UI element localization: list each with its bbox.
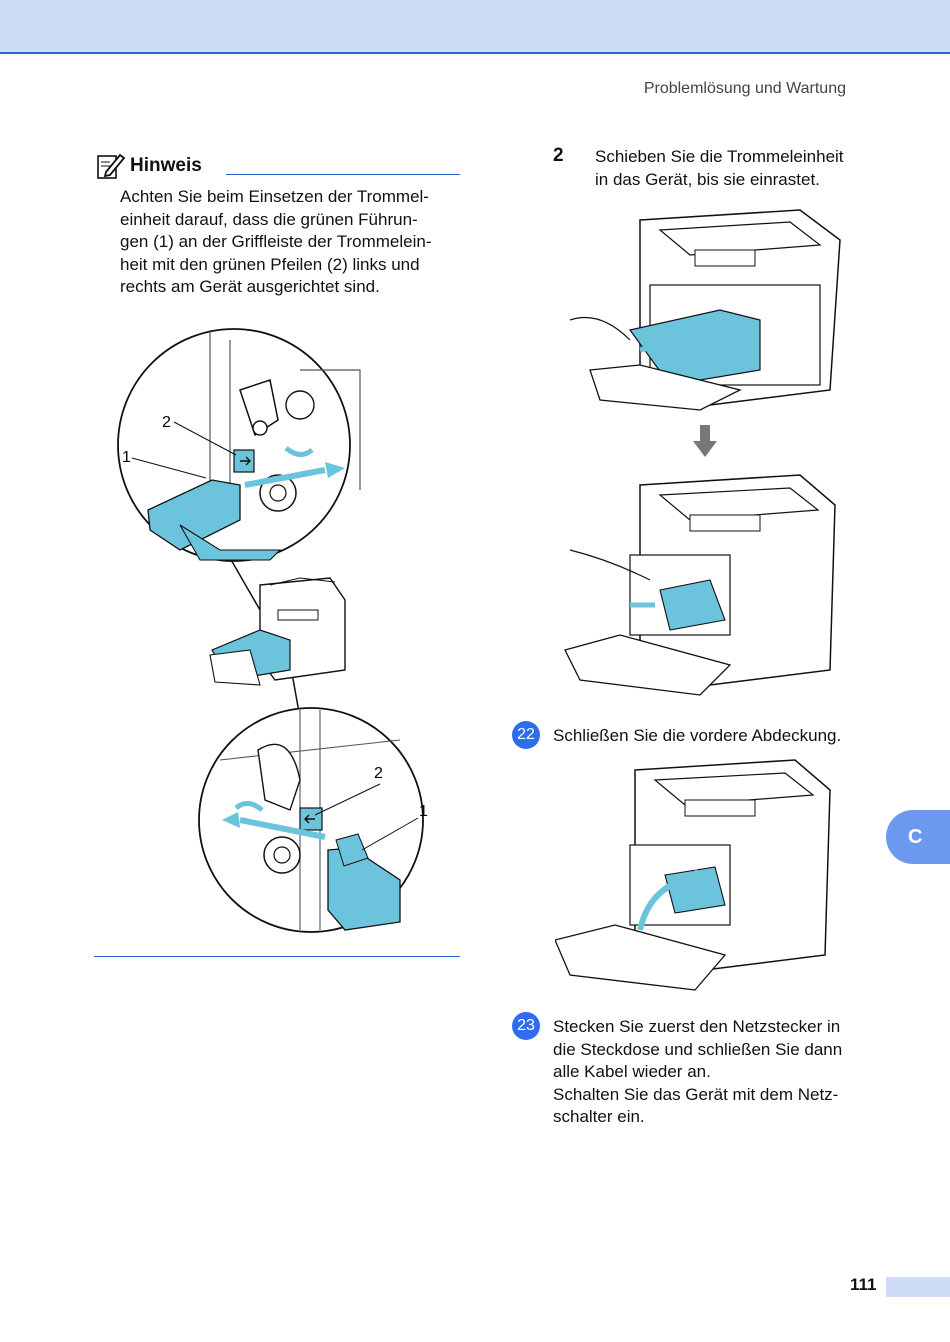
step-line: Schalten Sie das Gerät mit dem Netz- [553, 1084, 839, 1104]
top-detail-circle [117, 328, 361, 562]
pencil-note-icon [97, 153, 126, 179]
callout-2-top: 2 [162, 414, 171, 431]
step-text: Schließen Sie die vordere Abdeckung. [553, 725, 883, 748]
callout-1-bottom: 1 [419, 803, 428, 820]
drum-guide-illustration: 2 1 2 1 [117, 328, 428, 933]
callout-1-top: 1 [122, 449, 131, 466]
step-line: Schließen Sie die vordere Abdeckung. [553, 726, 842, 745]
note-line: Achten Sie beim Einsetzen der Trommel- [120, 187, 429, 206]
note-line: einheit darauf, dass die grünen Führun- [120, 209, 418, 229]
step-line: in das Gerät, bis sie einrastet. [595, 169, 820, 189]
connector-line [229, 557, 261, 611]
step-line: Schieben Sie die Trommeleinheit [595, 147, 844, 166]
note-heading: Hinweis [96, 152, 202, 180]
printer-close-cover-illustration [555, 759, 831, 991]
note-divider [226, 174, 460, 175]
page-number: 111 [850, 1275, 877, 1294]
step-text: Schieben Sie die Trommeleinheit in das G… [595, 146, 895, 191]
note-title: Hinweis [130, 155, 202, 176]
callout-leader [361, 817, 419, 851]
note-text: Achten Sie beim Einsetzen der Trommel- e… [120, 186, 470, 299]
callout-2-bottom: 2 [374, 765, 383, 782]
step-number: 2 [553, 145, 564, 166]
step-line: Stecken Sie zuerst den Netzstecker in [553, 1017, 841, 1036]
callout-leader [131, 457, 207, 479]
step-text: Stecken Sie zuerst den Netzstecker in di… [553, 1016, 883, 1129]
step-line: schalter ein. [553, 1107, 645, 1126]
small-printer [209, 577, 346, 686]
printer-drum-seated-illustration [564, 474, 836, 696]
arrow-down-icon [693, 425, 717, 457]
chapter-tab: C [886, 810, 950, 864]
step-line: die Steckdose und schließen Sie dann [553, 1039, 843, 1059]
callout-leader [314, 783, 381, 816]
note-line: heit mit den grünen Pfeilen (2) links un… [120, 254, 420, 274]
step-line: alle Kabel wieder an. [553, 1062, 711, 1081]
step-number-badge: 23 [512, 1012, 540, 1040]
top-bar [0, 0, 950, 54]
bottom-detail-circle [198, 707, 424, 933]
note-bottom-divider [94, 956, 460, 957]
note-line: gen (1) an der Griffleiste der Trommelei… [120, 232, 432, 251]
page-header-title: Problemlösung und Wartung [643, 80, 846, 97]
printer-insert-drum-illustration [569, 209, 841, 411]
step-number-badge: 22 [512, 721, 540, 749]
note-line: rechts am Gerät ausgerichtet sind. [120, 277, 380, 296]
callout-leader [173, 421, 237, 456]
footer-bar [886, 1277, 950, 1297]
